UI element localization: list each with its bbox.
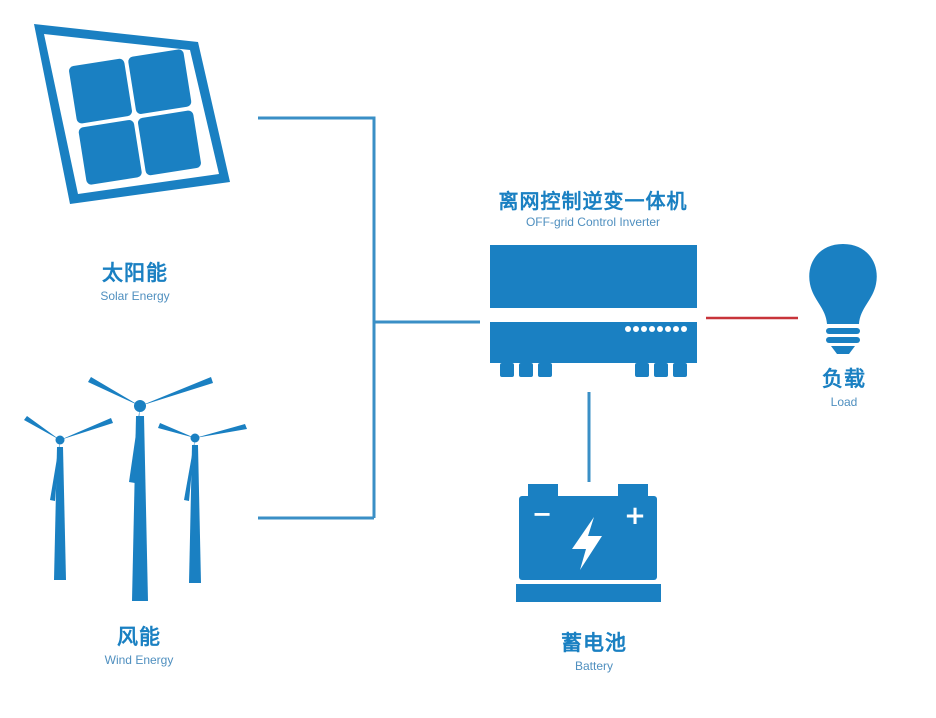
wind-turbine-icon — [24, 377, 247, 601]
wind-turbine-center — [88, 377, 213, 601]
load-label: 负载 Load — [798, 367, 890, 410]
inverter-label-en: OFF-grid Control Inverter — [525, 215, 661, 229]
light-bulb-icon — [809, 244, 877, 354]
solar-label-en: Solar Energy — [100, 289, 170, 304]
wind-label-zh: 风能 — [117, 625, 161, 649]
battery-minus-symbol: − — [532, 500, 552, 528]
battery-label-en: Battery — [574, 659, 613, 674]
wind-turbine-left — [24, 416, 113, 580]
solar-label: 太阳能 Solar Energy — [70, 261, 200, 304]
wind-turbine-right — [158, 423, 247, 583]
load-label-zh: 负载 — [822, 367, 866, 391]
solar-panel-icon — [34, 24, 230, 204]
inverter-label: 离网控制逆变一体机 OFF-grid Control Inverter — [470, 190, 716, 229]
inverter-label-zh: 离网控制逆变一体机 — [498, 189, 688, 213]
inverter-icon — [490, 245, 697, 377]
battery-icon: − + — [516, 484, 661, 602]
battery-label: 蓄电池 Battery — [534, 631, 654, 674]
battery-bolt-icon — [572, 517, 602, 570]
inverter-indicator-leds — [625, 326, 687, 332]
connectors — [258, 116, 798, 520]
wind-label-en: Wind Energy — [104, 653, 174, 668]
battery-label-zh: 蓄电池 — [561, 631, 627, 655]
solar-connector — [258, 116, 376, 518]
battery-plus-symbol: + — [624, 501, 646, 531]
solar-label-zh: 太阳能 — [102, 261, 168, 285]
wind-label: 风能 Wind Energy — [74, 625, 204, 668]
load-label-en: Load — [830, 395, 858, 410]
inverter-terminals — [500, 363, 687, 377]
